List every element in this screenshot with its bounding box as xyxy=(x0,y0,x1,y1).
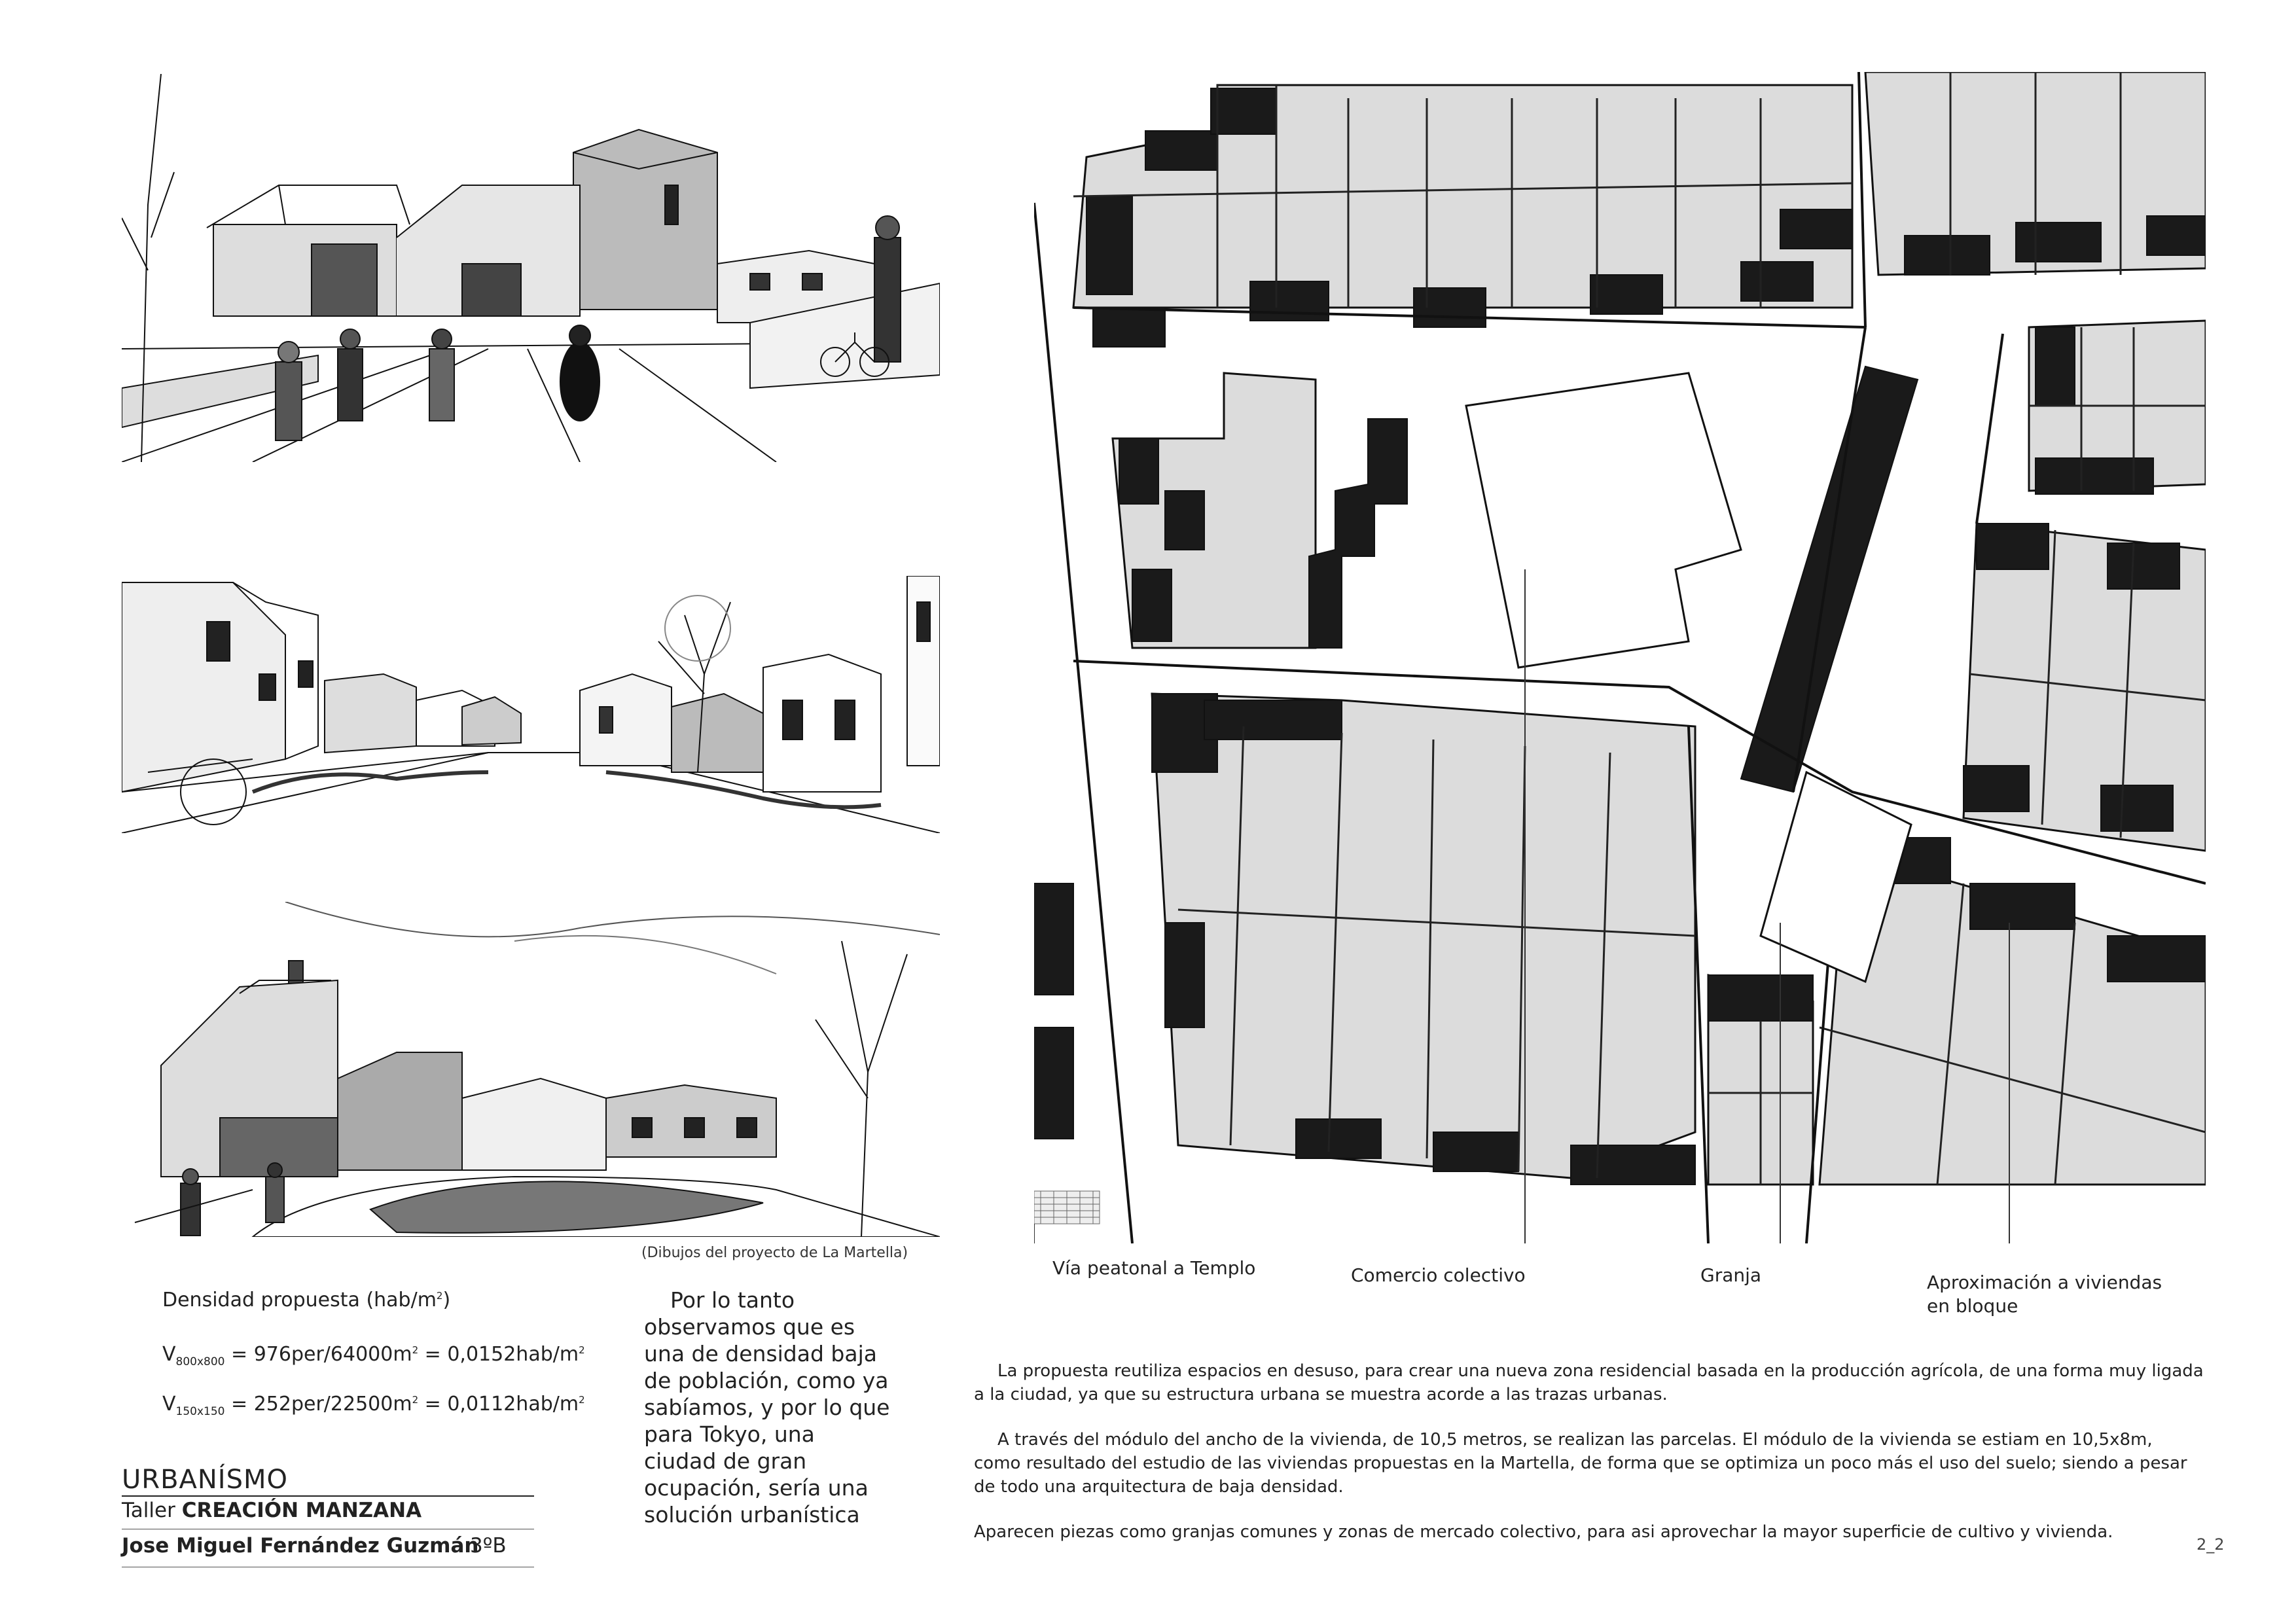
course-prefix: Taller xyxy=(122,1499,182,1522)
formula-800-sub: 800x800 xyxy=(175,1355,225,1368)
formula-800-text: = 976per/64000m xyxy=(224,1343,412,1366)
label-via-peatonal: Vía peatonal a Templo xyxy=(1052,1257,1256,1279)
paragraph-2: A través del módulo del ancho de la vivi… xyxy=(974,1430,2187,1497)
formula-150-text: = 252per/22500m xyxy=(224,1393,412,1416)
density-title-sup: 2 xyxy=(436,1290,443,1302)
sketch-town-square xyxy=(122,74,940,462)
page-number: 2_2 xyxy=(2197,1535,2225,1554)
course-line: Taller CREACIÓN MANZANA xyxy=(122,1499,422,1522)
site-plan xyxy=(1034,72,2206,1243)
density-formula-150: V150x150 = 252per/22500m2 = 0,0112hab/m2 xyxy=(162,1393,585,1418)
course-name: CREACIÓN MANZANA xyxy=(181,1499,422,1522)
label-granja: Granja xyxy=(1700,1264,1762,1286)
subject-rule xyxy=(122,1495,534,1497)
author-name: Jose Miguel Fernández Guzmán xyxy=(122,1534,479,1558)
student-group: 3ºB xyxy=(470,1534,507,1558)
formula-150-sub: 150x150 xyxy=(175,1405,225,1418)
conclusion-text: Por lo tanto observamos que es una de de… xyxy=(644,1287,890,1527)
formula-150-sup2: 2 xyxy=(579,1394,585,1406)
label-aproximacion-viviendas: Aproximación a viviendas en bloque xyxy=(1927,1272,2162,1317)
subject-title: URBANÍSMO xyxy=(122,1465,288,1495)
density-title: Densidad propuesta (hab/m2) xyxy=(162,1289,450,1311)
sketches-caption: (Dibujos del proyecto de La Martella) xyxy=(641,1245,908,1261)
density-title-end: ) xyxy=(442,1289,451,1311)
formula-800-sup1: 2 xyxy=(412,1344,419,1356)
formula-150-sup1: 2 xyxy=(412,1394,419,1406)
sketch-street-houses xyxy=(122,576,940,833)
formula-800-sup2: 2 xyxy=(579,1344,585,1356)
paragraph-3: Aparecen piezas como granjas comunes y z… xyxy=(974,1522,2113,1542)
formula-150-var: V xyxy=(162,1393,176,1416)
sketch-village-plaza xyxy=(122,902,940,1237)
formula-800-eq: = 0,0152hab/m xyxy=(418,1343,579,1366)
label-comercio-colectivo: Comercio colectivo xyxy=(1351,1264,1526,1286)
formula-150-eq: = 0,0112hab/m xyxy=(418,1393,579,1416)
density-formula-800: V800x800 = 976per/64000m2 = 0,0152hab/m2 xyxy=(162,1343,585,1368)
formula-800-var: V xyxy=(162,1343,176,1366)
paragraph-1: La propuesta reutiliza espacios en desus… xyxy=(974,1361,2204,1404)
density-title-text: Densidad propuesta (hab/m xyxy=(162,1289,437,1311)
